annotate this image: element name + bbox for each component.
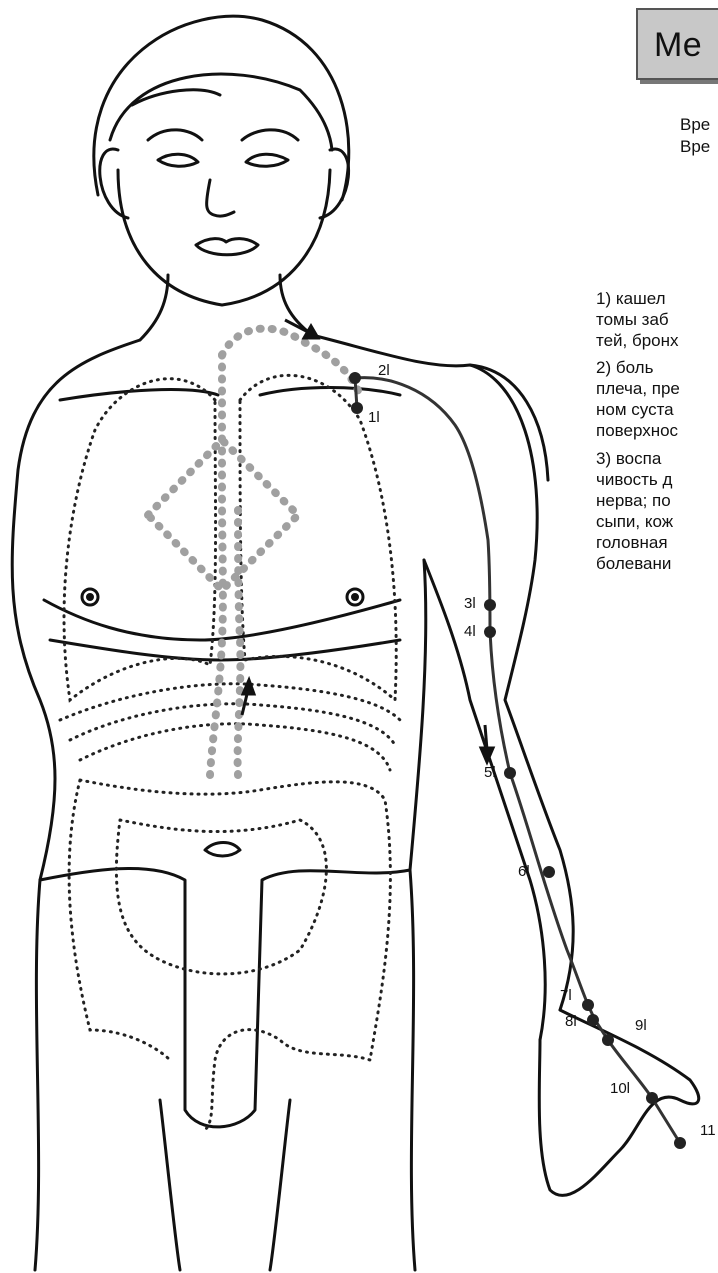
point-11l <box>674 1137 686 1149</box>
point-10l <box>646 1092 658 1104</box>
point-4l <box>484 626 496 638</box>
title-box: Ме <box>636 8 718 80</box>
point-9l <box>602 1034 614 1046</box>
face-outline <box>118 170 330 305</box>
point-label-6l: 6l <box>518 863 530 880</box>
symptom-2-line-3: ном суста <box>596 399 674 420</box>
time-line-2: Вре <box>680 137 710 157</box>
mouth <box>196 239 258 255</box>
symptom-2-line-1: 2) боль <box>596 357 653 378</box>
left-lung <box>64 379 216 700</box>
point-2l <box>349 372 361 384</box>
symptom-1-line-1: 1) кашел <box>596 288 666 309</box>
point-8l <box>587 1014 599 1026</box>
point-3l <box>484 599 496 611</box>
point-label-1l: 1l <box>368 409 380 426</box>
point-label-3l: 3l <box>464 595 476 612</box>
symptom-2-line-4: поверхнос <box>596 420 678 441</box>
torso-outline <box>12 340 140 880</box>
point-6l <box>543 866 555 878</box>
point-label-7l: 7l <box>560 987 572 1004</box>
hand-outline <box>539 1010 699 1195</box>
arm-outline <box>470 365 573 1010</box>
symptom-1-line-3: тей, бронх <box>596 330 679 351</box>
point-5l <box>504 767 516 779</box>
point-label-11l: 11 <box>700 1122 716 1139</box>
symptom-1-line-2: томы заб <box>596 309 669 330</box>
point-label-10l: 10l <box>610 1080 630 1097</box>
symptom-3-line-6: болевани <box>596 553 671 574</box>
internal-pathway <box>148 329 360 775</box>
navel <box>205 843 240 857</box>
page-title: Ме <box>654 26 702 65</box>
point-label-8l: 8l <box>565 1013 577 1030</box>
time-line-1: Вре <box>680 115 710 135</box>
symptom-3-line-2: чивость д <box>596 469 672 490</box>
point-label-5l: 5l <box>484 764 496 781</box>
head-outline <box>94 16 349 200</box>
point-7l <box>582 999 594 1011</box>
direction-arrows <box>242 320 493 762</box>
diaphragm-1 <box>60 684 400 720</box>
symptom-3-line-3: нерва; по <box>596 490 671 511</box>
point-1l <box>351 402 363 414</box>
point-label-2l: 2l <box>378 362 390 379</box>
symptom-3-line-5: головная <box>596 532 668 553</box>
symptom-3-line-4: сыпи, кож <box>596 511 673 532</box>
point-label-9l: 9l <box>635 1017 647 1034</box>
point-label-4l: 4l <box>464 623 476 640</box>
organ-outlines <box>60 375 400 1130</box>
symptom-2-line-2: плеча, пре <box>596 378 680 399</box>
symptom-3-line-1: 3) воспа <box>596 448 661 469</box>
